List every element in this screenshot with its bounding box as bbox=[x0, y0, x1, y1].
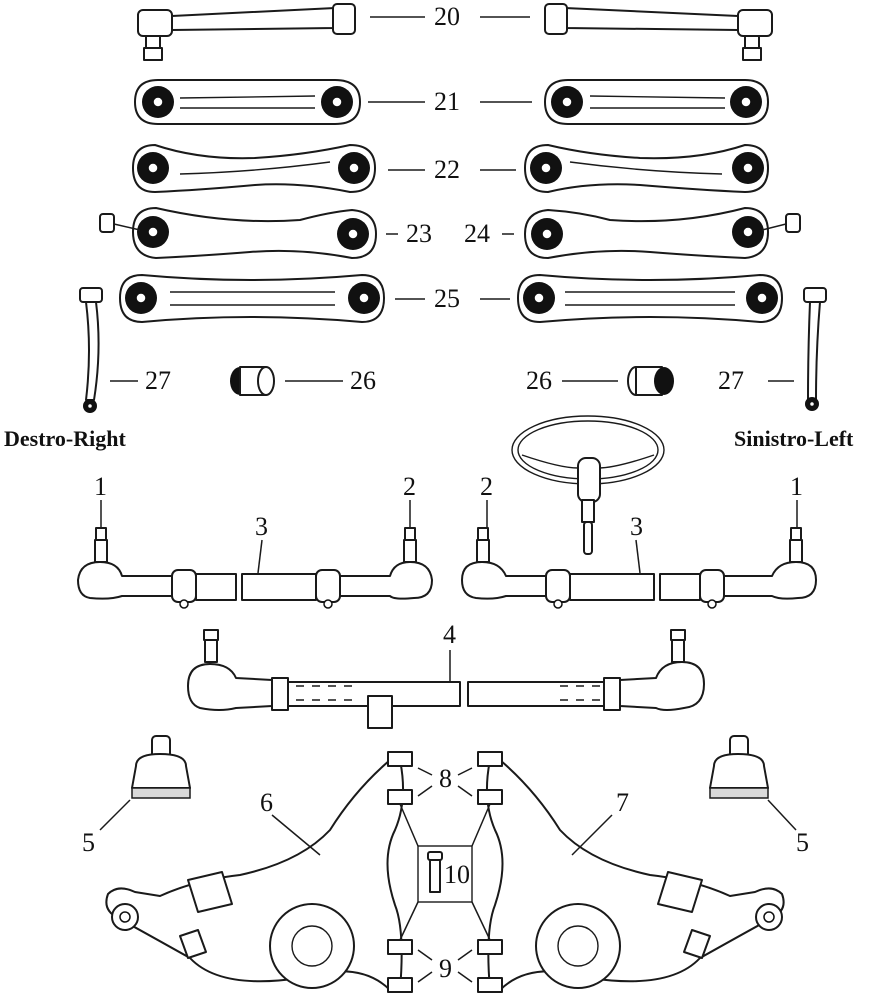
callout-7: 7 bbox=[616, 788, 629, 817]
steering-wheel-icon bbox=[511, 415, 665, 555]
callout-8: 8 bbox=[439, 764, 452, 793]
center-link-4 bbox=[187, 629, 705, 729]
tie-rod-3-left bbox=[461, 527, 817, 609]
callout-2-left: 2 bbox=[480, 472, 493, 501]
callout-2-right: 2 bbox=[403, 472, 416, 501]
tie-rod-3-right bbox=[77, 527, 433, 609]
callout-4: 4 bbox=[443, 620, 456, 649]
callout-27-right: 27 bbox=[145, 366, 171, 395]
callout-5-left: 5 bbox=[796, 828, 809, 857]
bushing-26-right bbox=[230, 366, 275, 396]
upper-arm-22-right bbox=[132, 144, 376, 193]
ball-joint-5-right bbox=[131, 735, 191, 799]
callout-9: 9 bbox=[439, 954, 452, 983]
lower-arm-25-right bbox=[119, 274, 385, 323]
stabilizer-link-right bbox=[137, 3, 356, 61]
ball-joint-5-left bbox=[709, 735, 769, 799]
upper-arm-21-right bbox=[134, 79, 361, 125]
upper-arm-22-left bbox=[524, 144, 769, 193]
link-27-right bbox=[79, 287, 103, 413]
arm-23-right bbox=[99, 207, 377, 259]
bushing-26-left bbox=[627, 366, 674, 396]
callout-6: 6 bbox=[260, 788, 273, 817]
callout-26-left: 26 bbox=[526, 366, 552, 395]
callout-1-right: 1 bbox=[94, 472, 107, 501]
control-arm-6-right bbox=[105, 751, 413, 993]
callout-25: 25 bbox=[434, 284, 460, 313]
callout-24: 24 bbox=[464, 219, 490, 248]
link-27-left bbox=[803, 287, 827, 411]
callout-3-right: 3 bbox=[255, 512, 268, 541]
arm-24-left bbox=[524, 207, 801, 259]
stabilizer-link-left bbox=[544, 3, 773, 61]
callout-20: 20 bbox=[434, 2, 460, 31]
callout-27-left: 27 bbox=[718, 366, 744, 395]
upper-arm-21-left bbox=[544, 79, 769, 125]
side-label-left: Sinistro-Left bbox=[734, 426, 854, 451]
callout-21: 21 bbox=[434, 87, 460, 116]
callout-22: 22 bbox=[434, 155, 460, 184]
callout-5-right: 5 bbox=[82, 828, 95, 857]
callout-10: 10 bbox=[444, 860, 470, 889]
callout-26-right: 26 bbox=[350, 366, 376, 395]
callout-23: 23 bbox=[406, 219, 432, 248]
lower-arm-25-left bbox=[517, 274, 783, 323]
callout-1-left: 1 bbox=[790, 472, 803, 501]
bolt-10-box bbox=[399, 803, 491, 941]
callout-3-left: 3 bbox=[630, 512, 643, 541]
side-label-right: Destro-Right bbox=[4, 426, 126, 451]
